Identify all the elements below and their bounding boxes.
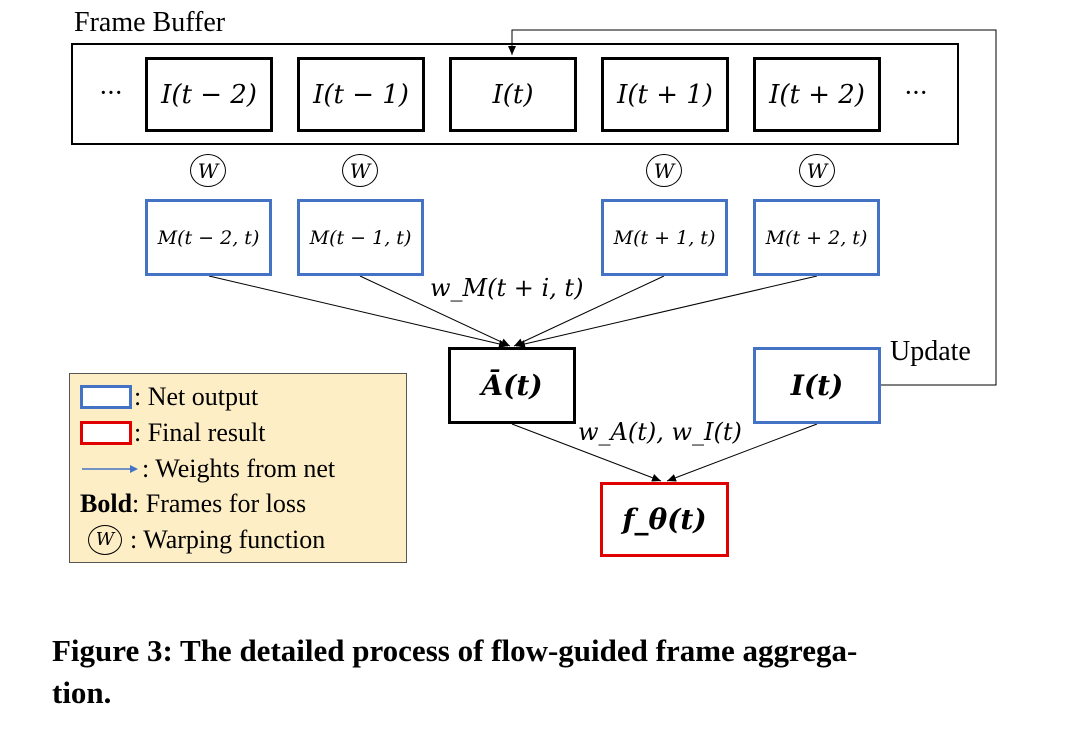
warp-icon: W xyxy=(342,154,378,187)
legend-warping: W : Warping function xyxy=(76,525,325,555)
motion-weight-label: w_M(t + i, t) xyxy=(430,274,584,302)
edge-agg-to-final xyxy=(511,423,662,482)
motion-t-minus-1: M(t − 1, t) xyxy=(297,199,424,276)
legend-final-result-text: : Final result xyxy=(134,418,266,447)
edge-cur-to-final xyxy=(666,423,818,482)
final-result-frame: f_θ(t) xyxy=(600,482,729,557)
warp-icon: W xyxy=(799,154,835,187)
frame-buffer-title: Frame Buffer xyxy=(74,7,226,38)
legend-warping-text: : Warping function xyxy=(130,525,326,554)
update-loop xyxy=(508,29,997,386)
warp-icon: W xyxy=(88,525,122,555)
aggregated-frame: Ā(t) xyxy=(448,347,576,424)
motion-t-plus-2: M(t + 2, t) xyxy=(753,199,880,276)
frame-t-plus-2: I(t + 2) xyxy=(753,57,881,132)
motion-t-plus-1: M(t + 1, t) xyxy=(601,199,728,276)
warp-icon: W xyxy=(190,154,226,187)
frame-ellipsis-right: ··· xyxy=(905,82,929,104)
figure-caption: Figure 3: The detailed process of flow-g… xyxy=(52,630,1017,714)
net-output-swatch xyxy=(80,385,132,409)
motion-t-minus-2: M(t − 2, t) xyxy=(145,199,272,276)
final-result-swatch xyxy=(80,421,132,445)
caption-line-1: Figure 3: The detailed process of flow-g… xyxy=(52,633,858,668)
edge-m2-to-agg xyxy=(359,275,511,347)
frame-t-minus-1: I(t − 1) xyxy=(297,57,425,132)
frame-t-plus-1: I(t + 1) xyxy=(601,57,729,132)
legend-weights-text: : Weights from net xyxy=(142,454,336,483)
weights-arrow-icon xyxy=(82,465,138,473)
update-label: Update xyxy=(890,336,971,367)
warp-icon: W xyxy=(646,154,682,187)
legend-final-result: : Final result xyxy=(80,418,265,448)
frame-buffer-box xyxy=(71,43,959,145)
legend: : Net output : Final result : Weights fr… xyxy=(69,373,407,563)
frame-ellipsis-left: ··· xyxy=(100,82,124,104)
edge-m3-to-agg xyxy=(513,275,665,347)
legend-weights: : Weights from net xyxy=(80,454,335,484)
legend-net-output: : Net output xyxy=(80,382,258,412)
edge-m4-to-agg xyxy=(515,275,818,348)
legend-bold-prefix: Bold xyxy=(80,489,133,518)
legend-bold-text: : Frames for loss xyxy=(132,489,307,518)
current-frame: I(t) xyxy=(753,347,881,424)
caption-line-2: tion. xyxy=(52,675,112,710)
legend-net-output-text: : Net output xyxy=(134,382,259,411)
frame-t: I(t) xyxy=(449,57,577,132)
legend-bold: Bold : Frames for loss xyxy=(80,489,306,519)
edge-m1-to-agg xyxy=(208,275,509,348)
frame-t-minus-2: I(t − 2) xyxy=(145,57,273,132)
output-weight-label: w_A(t), w_I(t) xyxy=(578,418,742,446)
